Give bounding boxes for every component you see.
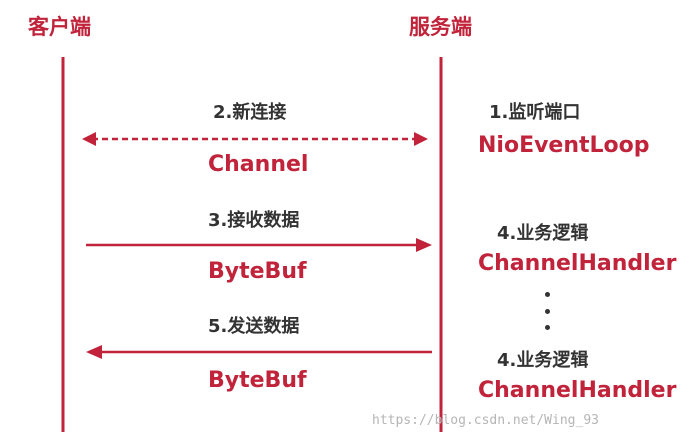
receive-data-step: 3.接收数据 <box>208 210 300 231</box>
send-data-object: ByteBuf <box>208 368 307 393</box>
logic-object-1: ChannelHandler <box>478 251 677 276</box>
new-connection-object: Channel <box>208 152 309 177</box>
receive-data-object: ByteBuf <box>208 259 307 284</box>
send-data-arrow <box>86 345 432 359</box>
listen-object: NioEventLoop <box>478 133 650 158</box>
ellipsis-dot-3 <box>545 325 550 330</box>
ellipsis-dot-2 <box>545 309 550 314</box>
client-header: 客户端 <box>28 15 91 39</box>
logic-step-2: 4.业务逻辑 <box>497 350 589 371</box>
receive-data-arrow <box>86 238 432 252</box>
watermark-text: https://blog.csdn.net/Wing_93 <box>372 413 599 428</box>
send-data-step: 5.发送数据 <box>208 316 300 337</box>
listen-step: 1.监听端口 <box>489 102 581 123</box>
server-header: 服务端 <box>409 15 472 39</box>
logic-object-2: ChannelHandler <box>478 378 677 403</box>
new-connection-arrow <box>82 132 428 146</box>
logic-step-1: 4.业务逻辑 <box>497 223 589 244</box>
new-connection-step: 2.新连接 <box>213 102 287 123</box>
ellipsis-dot-1 <box>545 292 550 297</box>
